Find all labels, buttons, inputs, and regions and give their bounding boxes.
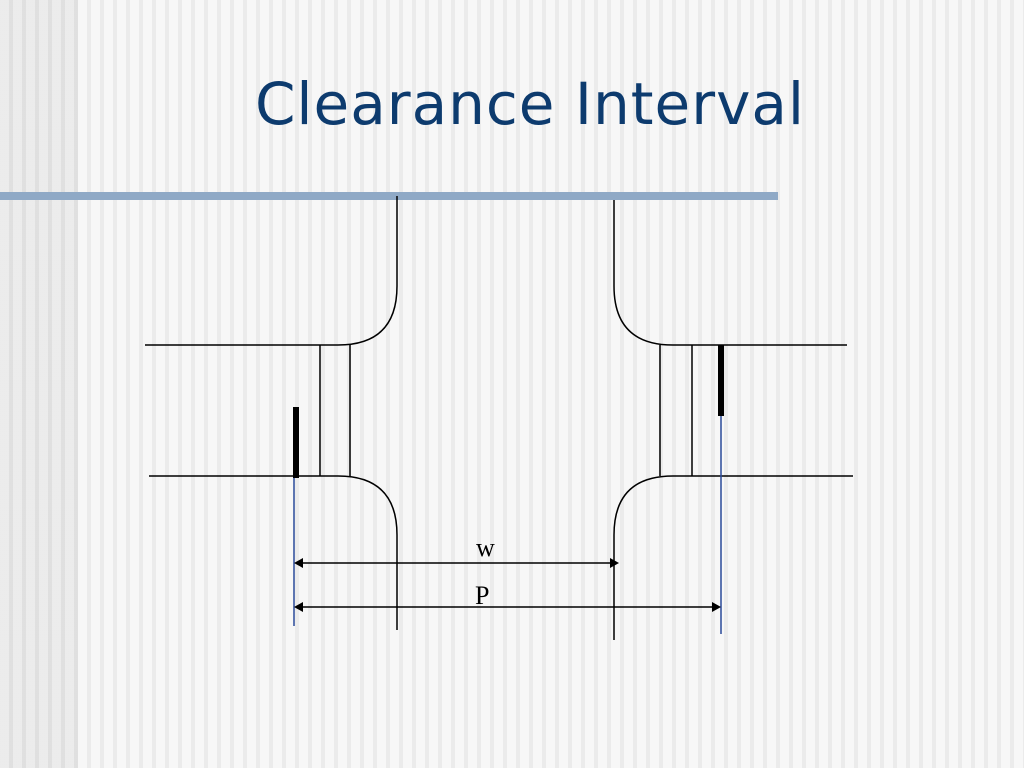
south-right-curb <box>613 475 853 640</box>
dimension-p-label: P <box>475 581 489 610</box>
dimension-w-arrow-left <box>294 558 303 568</box>
dimension-p-arrow-right <box>712 602 721 612</box>
title-underline <box>0 192 778 200</box>
dimension-w-label: w <box>476 533 495 562</box>
dimension-w-arrow-right <box>610 558 619 568</box>
background-shade <box>0 0 78 768</box>
south-left-curb <box>149 475 398 630</box>
dimension-p-arrow-left <box>294 602 303 612</box>
slide-title: Clearance Interval <box>254 70 806 138</box>
north-right-curb <box>613 200 847 346</box>
north-left-curb <box>145 196 398 346</box>
